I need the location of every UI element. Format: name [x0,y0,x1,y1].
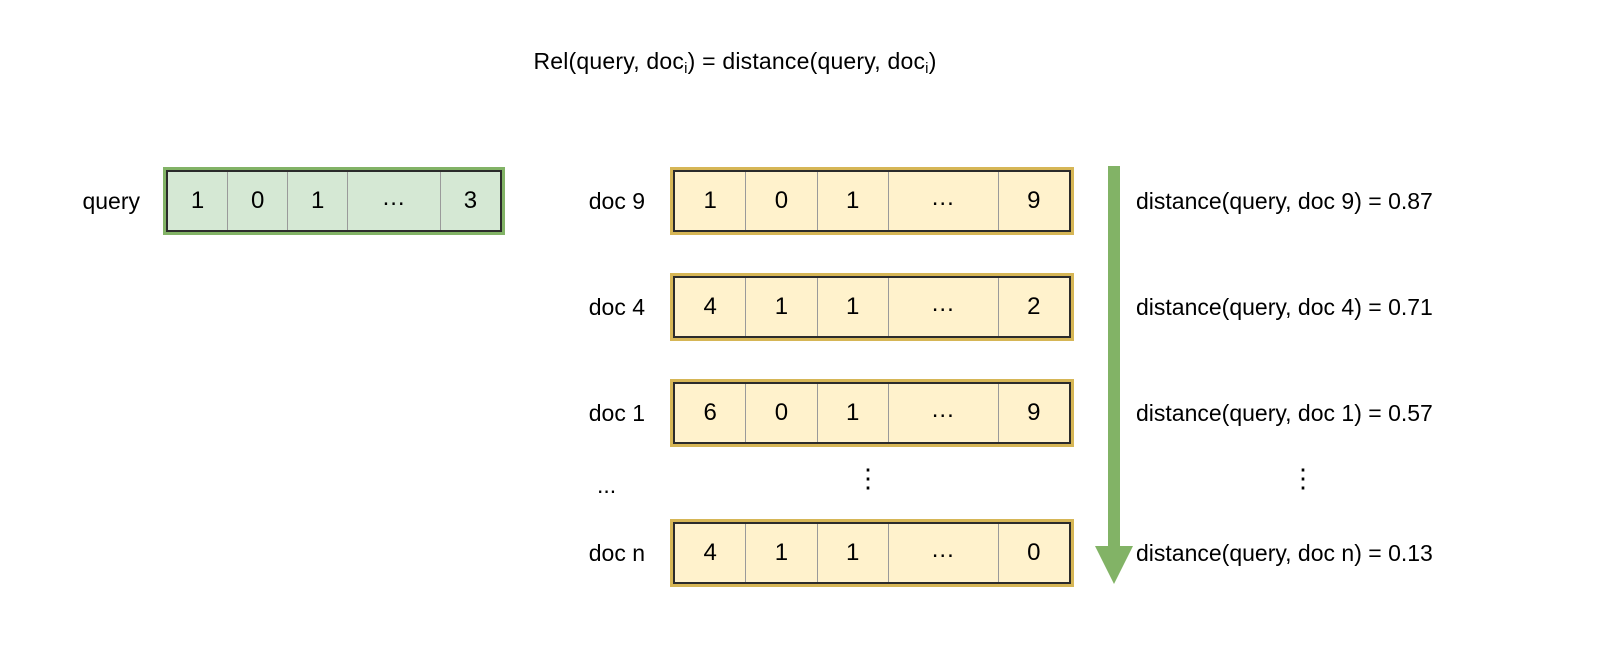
formula-subscript-1: i [684,60,688,77]
formula-middle: ) = distance(query, doc [687,48,926,74]
formula-suffix: ) [928,48,937,74]
doc-list-ellipsis-label: ... [597,472,617,498]
doc-3-cell-0: 4 [675,524,747,582]
query-cell-1: 0 [228,172,289,230]
query-vector-inner: 1 0 1 ... 3 [166,170,502,232]
distance-label-3: distance(query, doc n) = 0.13 [1136,540,1433,566]
ranking-direction-arrow [1095,166,1141,591]
query-cell-4: 3 [463,187,478,214]
query-cell-ellipsis: ... [348,172,441,230]
formula-title: Rel(query, doci) = distance(query, doci) [0,48,1470,77]
doc-vectors-vertical-ellipsis: ⋮ [855,463,881,493]
doc-0-cell-4: 9 [1027,187,1041,214]
doc-0-cell-1: 0 [746,172,818,230]
doc-3-cell-ellipsis: ... [889,524,999,582]
doc-1-cell-0: 4 [675,278,747,336]
doc-0-cell-ellipsis: ... [889,172,999,230]
query-vector: 1 0 1 ... 3 [163,167,505,235]
doc-1-cell-1: 1 [746,278,818,336]
doc-1-cell-2: 1 [818,278,889,336]
doc-vector-inner-1: 4 1 1 ... 2 [673,276,1071,338]
doc-label-2: doc 1 [588,400,645,426]
doc-3-cell-4: 0 [1027,539,1041,566]
doc-vector-0: 1 0 1 ... 9 [670,167,1074,235]
doc-label-0: doc 9 [588,188,645,214]
doc-3-cell-2: 1 [818,524,889,582]
doc-label-1: doc 4 [588,294,645,320]
formula-subscript-2: i [925,60,929,77]
doc-3-cell-1: 1 [746,524,818,582]
doc-1-cell-4: 2 [1027,293,1041,320]
distance-label-1: distance(query, doc 4) = 0.71 [1136,294,1433,320]
doc-2-cell-2: 1 [818,384,889,442]
formula-prefix: Rel(query, doc [533,48,685,74]
doc-2-cell-0: 6 [675,384,747,442]
doc-vector-2: 6 0 1 ... 9 [670,379,1074,447]
arrow-down-icon [1095,166,1133,584]
doc-1-cell-ellipsis: ... [889,278,999,336]
doc-2-cell-ellipsis: ... [889,384,999,442]
query-cell-0: 1 [168,172,229,230]
distances-vertical-ellipsis: ⋮ [1290,463,1316,493]
arrow-shape [1095,166,1133,584]
doc-2-cell-4: 9 [1027,399,1041,426]
doc-label-3: doc n [588,540,645,566]
doc-0-cell-2: 1 [818,172,889,230]
query-label: query [82,188,140,214]
doc-vector-inner-3: 4 1 1 ... 0 [673,522,1071,584]
doc-vector-3: 4 1 1 ... 0 [670,519,1074,587]
doc-2-cell-1: 0 [746,384,818,442]
distance-label-0: distance(query, doc 9) = 0.87 [1136,188,1433,214]
doc-0-cell-0: 1 [675,172,747,230]
distance-label-2: distance(query, doc 1) = 0.57 [1136,400,1433,426]
query-cell-2: 1 [288,172,349,230]
doc-vector-inner-2: 6 0 1 ... 9 [673,382,1071,444]
doc-vector-1: 4 1 1 ... 2 [670,273,1074,341]
doc-vector-inner-0: 1 0 1 ... 9 [673,170,1071,232]
